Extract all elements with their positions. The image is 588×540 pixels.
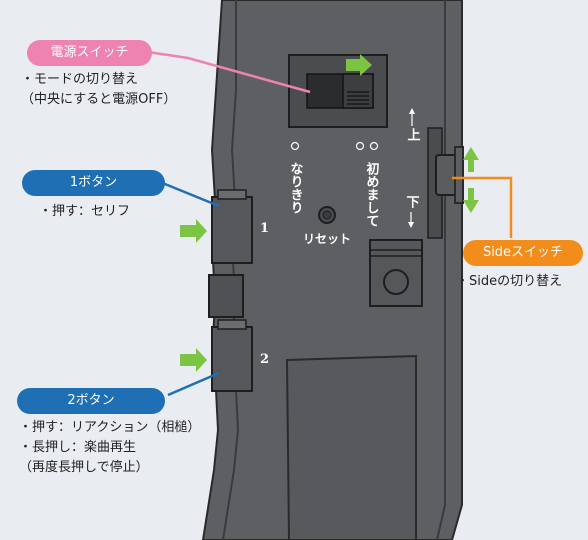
speaker-grille <box>383 269 409 295</box>
button-1-arrow-icon <box>180 219 207 243</box>
side-down-green-arrow-icon <box>463 188 479 213</box>
button-2-note: ・押す：リアクション（相槌） ・長押し：楽曲再生 （再度長押しで停止） <box>19 418 200 478</box>
mode-right-label: 初めまして <box>364 161 380 227</box>
button-1-leader-line <box>159 180 220 208</box>
side-switch-callout: Sideスイッチ <box>463 240 583 266</box>
button-2-arrow-icon <box>180 348 207 372</box>
power-arrow-icon <box>346 54 372 76</box>
button-2-note-line-2: ・長押し：楽曲再生 <box>19 440 137 455</box>
power-note-line-1: ・モードの切り替え <box>21 72 139 87</box>
side-leader-line <box>452 176 513 238</box>
button-2-leader-line <box>167 371 220 397</box>
mode-left-label: なりきり <box>288 162 304 214</box>
mode-left-dot <box>290 141 300 151</box>
mode-right-dot-1 <box>355 141 365 151</box>
side-up-arrowhead-icon <box>409 108 415 114</box>
button-2-note-line-1: ・押す：リアクション（相槌） <box>19 420 201 435</box>
button-1-cap[interactable] <box>211 196 253 264</box>
button-2-number: 2 <box>260 352 269 367</box>
side-down-label: 下 <box>404 195 420 209</box>
button-1-note-line-1: ・押す：セリフ <box>39 204 131 219</box>
button-1-number: 1 <box>260 221 269 236</box>
button-2-cap[interactable] <box>211 326 253 392</box>
button-1-callout: 1ボタン <box>22 170 165 196</box>
battery-cover <box>285 354 417 540</box>
button-1-note: ・押す：セリフ <box>39 202 130 222</box>
reset-label: リセット <box>303 232 351 246</box>
button-divider <box>208 274 244 318</box>
side-switch-note: ・Sideの切り替え <box>456 272 562 292</box>
mode-right-dot-2 <box>369 141 379 151</box>
power-switch-callout: 電源スイッチ <box>27 40 152 66</box>
side-down-arrowhead-icon <box>408 222 414 228</box>
side-up-green-arrow-icon <box>463 147 479 172</box>
button-1-top <box>217 189 247 200</box>
side-note-line-1: ・Sideの切り替え <box>456 274 563 289</box>
side-up-label: 上 <box>405 128 421 141</box>
side-switch-knob[interactable] <box>435 154 457 196</box>
button-2-note-line-3: （再度長押しで停止） <box>19 460 149 475</box>
button-2-top <box>217 319 247 330</box>
reset-button-core <box>322 210 332 220</box>
power-note-line-2: （中央にすると電源OFF） <box>21 92 177 107</box>
power-leader-line <box>147 50 311 94</box>
power-switch-note: ・モードの切り替え （中央にすると電源OFF） <box>21 70 176 110</box>
side-switch-tab <box>454 146 464 204</box>
button-2-callout: 2ボタン <box>17 388 165 414</box>
